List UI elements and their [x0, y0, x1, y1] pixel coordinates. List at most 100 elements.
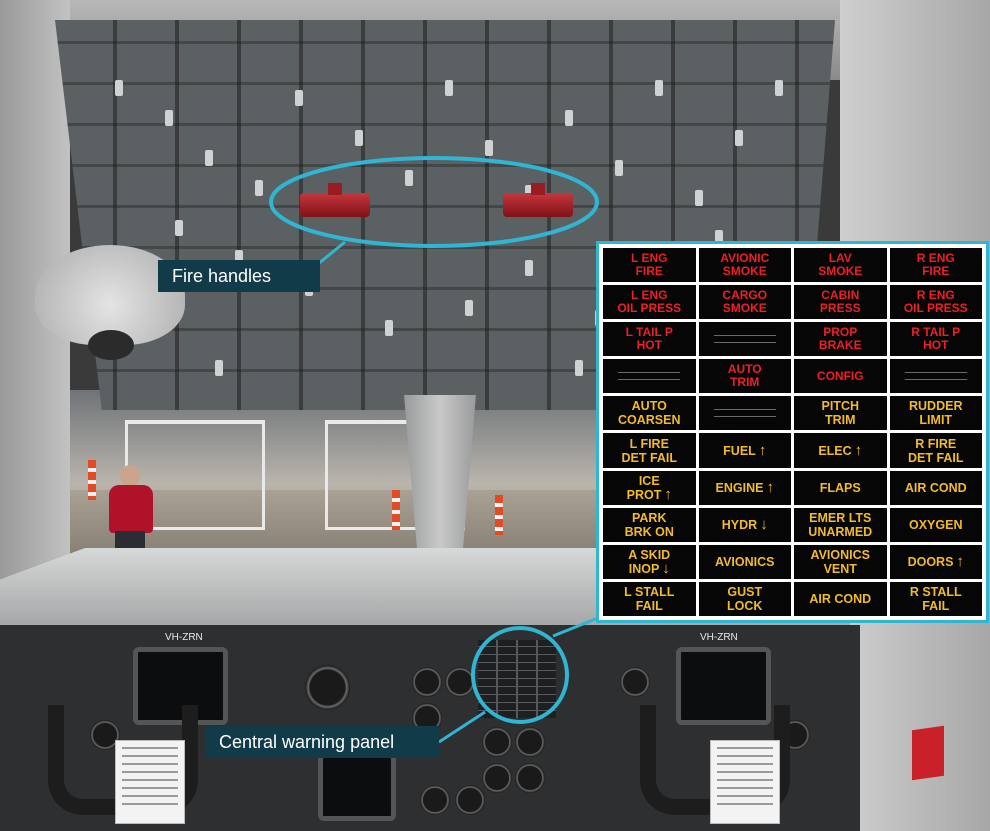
- safety-cone: [88, 460, 96, 500]
- annunciator-text: COARSEN: [617, 413, 681, 428]
- annunciator-text: AVIONICS: [810, 547, 871, 562]
- safety-cone: [392, 490, 400, 530]
- overhead-switch: [615, 160, 623, 176]
- overhead-switch: [775, 80, 783, 96]
- annunciator-text: HOT: [636, 338, 662, 353]
- annunciator-text: DET FAIL: [907, 450, 964, 465]
- overhead-switch: [655, 80, 663, 96]
- overhead-switch: [295, 90, 303, 106]
- annunciator-text: PROP: [823, 325, 858, 340]
- annunciator-text: PROT: [626, 487, 662, 502]
- annunciator-text: GUST: [727, 584, 763, 599]
- annunciator-tile: [603, 359, 696, 394]
- overhead-switch: [215, 360, 223, 376]
- left-fire-handle: [300, 183, 370, 217]
- arrow-up-icon: ↑: [664, 485, 672, 503]
- annunciator-tile: AIR COND: [794, 581, 887, 616]
- annunciator-text: R FIRE: [915, 436, 957, 451]
- overhead-switch: [715, 230, 723, 246]
- annunciator-text: A SKID: [628, 547, 671, 562]
- overhead-switch: [385, 320, 393, 336]
- overhead-switch: [165, 110, 173, 126]
- annunciator-text: RUDDER: [909, 399, 963, 414]
- annunciator-text: AIR COND: [809, 591, 872, 606]
- annunciator-tile: [698, 322, 791, 357]
- annunciator-text: INOP: [628, 561, 660, 576]
- annunciator-text: SMOKE: [722, 301, 767, 316]
- annunciator-text: BRK ON: [624, 524, 674, 539]
- instrument-gauge: [482, 763, 512, 793]
- overhead-switch: [485, 140, 493, 156]
- registration-placard-right: VH-ZRN: [700, 632, 738, 643]
- annunciator-text: ELEC: [818, 443, 852, 458]
- overhead-switch: [565, 110, 573, 126]
- annunciator-text: CABIN: [821, 288, 860, 303]
- annunciator-text: ENGINE: [715, 480, 764, 495]
- overhead-switch: [695, 190, 703, 206]
- attitude-indicator: [305, 665, 350, 710]
- annunciator-text: LAV: [828, 251, 852, 266]
- central-warning-panel-photo: [478, 640, 556, 718]
- annunciator-text: FUEL: [723, 443, 756, 458]
- center-display-screen: [318, 753, 396, 821]
- annunciator-text: VENT: [823, 561, 857, 576]
- annunciator-text: ICE: [638, 473, 660, 488]
- annunciator-text: AVIONIC: [720, 251, 770, 266]
- central-warning-panel-label: Central warning panel: [205, 726, 439, 758]
- annunciator-text: R STALL: [909, 584, 962, 599]
- instrument-gauge: [455, 785, 485, 815]
- overhead-switch: [525, 260, 533, 276]
- annunciator-text: CONFIG: [816, 368, 864, 383]
- fire-handles-label: Fire handles: [158, 260, 320, 292]
- overhead-switch: [205, 150, 213, 166]
- safety-cone: [495, 495, 503, 535]
- annunciator-tile: [698, 396, 791, 431]
- overhead-switch: [115, 80, 123, 96]
- annunciator-text: R ENG: [916, 251, 955, 266]
- center-windshield-post: [404, 395, 476, 555]
- annunciator-text: L ENG: [631, 251, 668, 266]
- arrow-down-icon: ↓: [662, 559, 670, 577]
- left-checklist-card: [115, 740, 185, 824]
- annunciator-text: DOORS: [907, 554, 954, 569]
- arrow-down-icon: ↓: [760, 515, 768, 533]
- overhead-switch: [355, 130, 363, 146]
- arrow-up-icon: ↑: [758, 441, 767, 459]
- annunciator-text: AUTO: [727, 362, 762, 377]
- console-knob: [88, 330, 134, 360]
- instrument-gauge: [620, 667, 650, 697]
- annunciator-text: L FIRE: [629, 436, 669, 451]
- annunciator-text: AUTO: [631, 399, 667, 414]
- annunciator-text: BRAKE: [818, 338, 862, 353]
- instrument-gauge: [420, 785, 450, 815]
- annunciator-tile: DOORS↑: [889, 544, 982, 579]
- annunciator-text: UNARMED: [808, 524, 873, 539]
- instrument-gauge: [515, 763, 545, 793]
- red-exit-placard: [912, 725, 944, 781]
- right-checklist-card: [710, 740, 780, 824]
- annunciator-text: HOT: [923, 338, 949, 353]
- overhead-switch: [405, 170, 413, 186]
- overhead-switch: [735, 130, 743, 146]
- annunciator-text: TRIM: [824, 413, 856, 428]
- overhead-switch: [465, 300, 473, 316]
- annunciator-text: L STALL: [624, 584, 675, 599]
- overhead-switch: [255, 180, 263, 196]
- overhead-switch: [235, 250, 243, 266]
